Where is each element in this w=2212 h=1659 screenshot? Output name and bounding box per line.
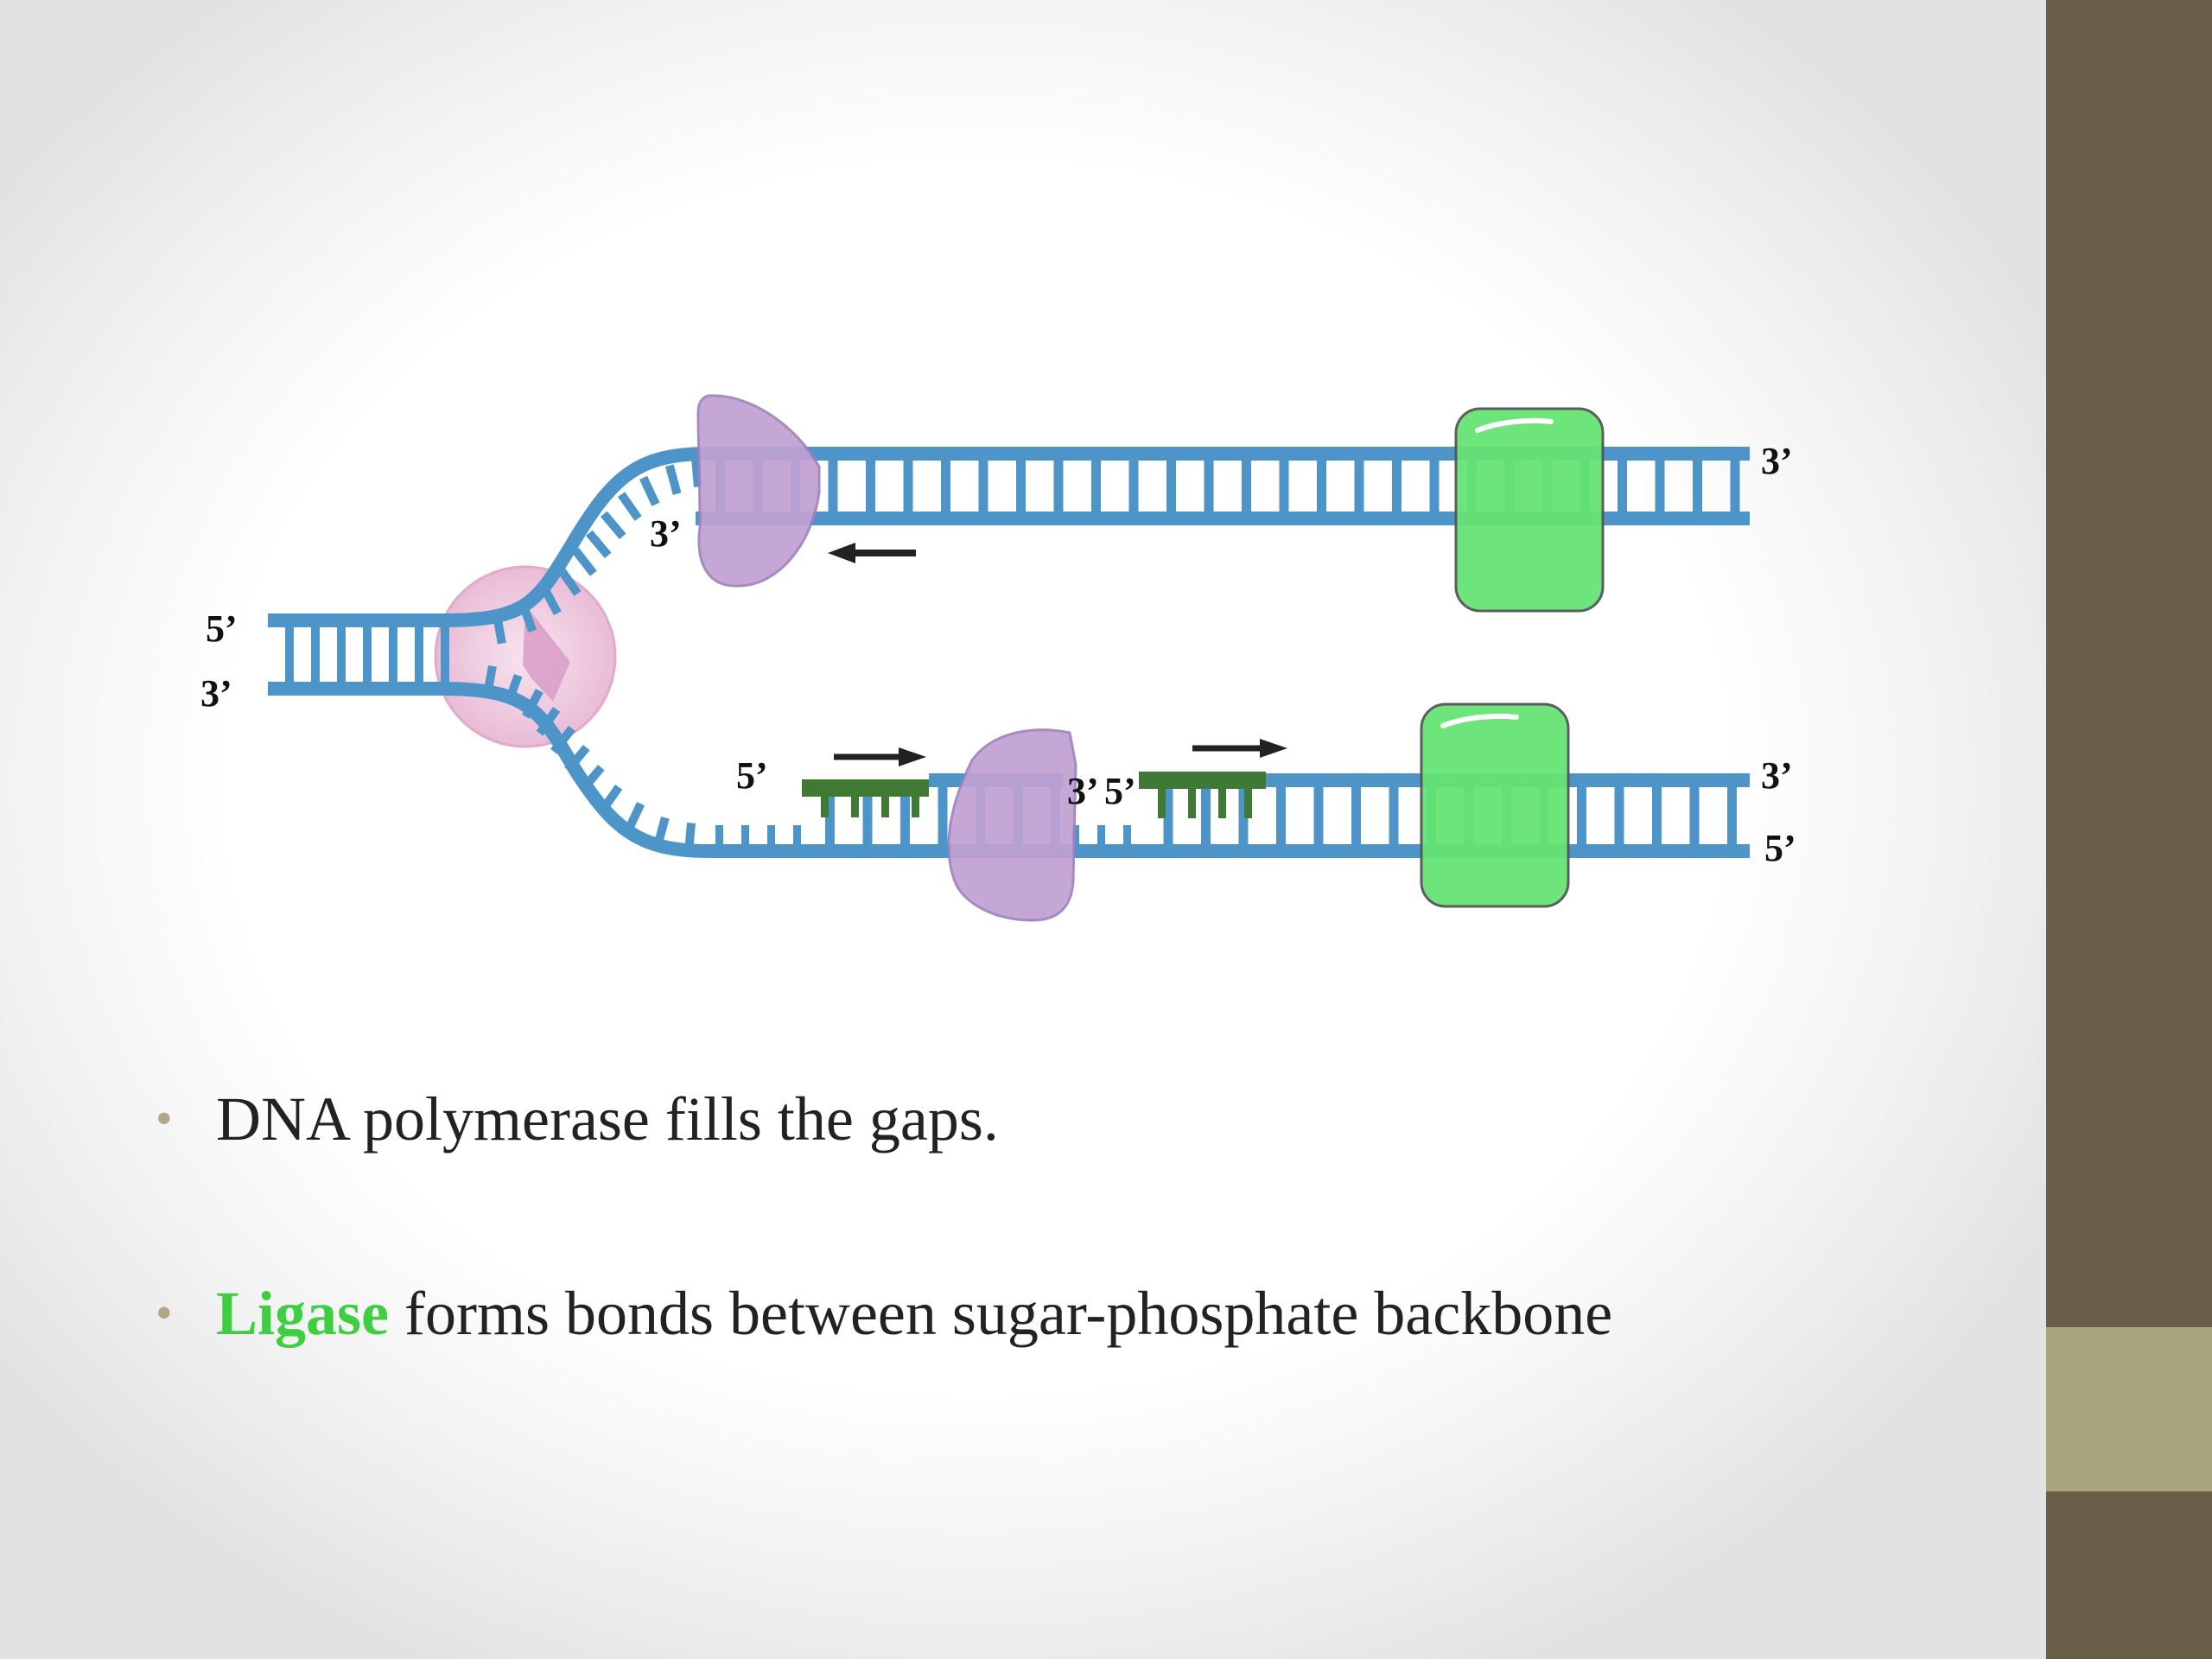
arrow-right-icon: [834, 747, 926, 766]
unpaired-base: [793, 825, 801, 851]
base-pair-rung: [1689, 780, 1700, 851]
label-left-top: 5’: [206, 607, 238, 650]
side-bar-accent: [2046, 1327, 2212, 1491]
bullet-item: • Ligase forms bonds between sugar-phosp…: [156, 1274, 1970, 1352]
dna-replication-diagram: 5’ 3’ 3’ 3’ 5’ 3’ 5’ 3’ 5’: [200, 394, 1796, 922]
unpaired-base: [715, 825, 723, 851]
bullet-item: • DNA polymerase fills the gaps.: [156, 1080, 1970, 1158]
ligase-upper: [1454, 407, 1605, 613]
base-pair-rung: [1389, 780, 1399, 851]
base-pair-rung: [1279, 454, 1289, 518]
base-pair-rung: [900, 780, 910, 851]
base-pair-rung: [941, 454, 950, 518]
base-pair-rung: [363, 620, 372, 689]
base-pair-rung: [938, 780, 948, 851]
unpaired-base: [601, 511, 626, 540]
base-pair-rung: [1577, 780, 1586, 851]
base-pair-rung: [1429, 454, 1440, 518]
base-pair-rung: [311, 620, 320, 689]
base-pair-rung: [1392, 454, 1402, 518]
unpaired-base: [639, 475, 660, 506]
helicase: [434, 565, 617, 748]
base-pair-rung: [1655, 454, 1665, 518]
base-pair-rung: [1128, 454, 1139, 518]
label-leading-primer-end: 3’: [650, 512, 682, 555]
bullet-text: DNA polymerase fills the gaps.: [216, 1084, 999, 1154]
base-pair-rung: [1053, 454, 1064, 518]
arrow-left-icon: [828, 543, 916, 563]
upper-backbone: [440, 447, 1750, 627]
base-pair-rung: [1313, 780, 1324, 851]
base-pair-rung: [978, 454, 988, 518]
bullet-dot-icon: •: [156, 1287, 173, 1340]
lower-backbone: [440, 682, 1750, 858]
base-pair-rung: [1201, 780, 1211, 851]
base-pair-rung: [1730, 454, 1740, 518]
bullet-text: forms bonds between sugar-phosphate back…: [389, 1279, 1613, 1348]
bullet-list: • DNA polymerase fills the gaps. • Ligas…: [156, 1080, 1970, 1352]
base-pair-rung: [825, 780, 835, 851]
base-pair-rung: [862, 780, 873, 851]
label-lower-right-bottom: 5’: [1764, 827, 1796, 869]
arrow-right-icon: [1192, 739, 1287, 758]
base-pair-rung: [441, 620, 449, 689]
unpaired-base: [557, 567, 582, 596]
unpaired-base: [1123, 825, 1131, 851]
base-pair-rung: [1163, 780, 1173, 851]
dna-polymerase-lower: [947, 728, 1077, 922]
base-pair-rung: [1204, 454, 1214, 518]
base-pair-rung: [1016, 454, 1026, 518]
ligase-lower: [1420, 702, 1570, 908]
base-pair-rung: [389, 620, 397, 689]
label-lagging-junction-5: 5’: [1104, 770, 1136, 812]
base-pair-rung: [1618, 454, 1627, 518]
base-pair-rung: [415, 620, 423, 689]
label-left-bottom: 3’: [200, 672, 232, 715]
parental-duplex: [268, 613, 449, 696]
unpaired-base: [618, 492, 642, 521]
parental-rungs: [285, 620, 449, 689]
label-lagging-junction-3: 3’: [1067, 770, 1099, 812]
base-pair-rung: [285, 620, 294, 689]
base-pair-rung: [1652, 780, 1662, 851]
base-pair-rung: [1238, 780, 1249, 851]
base-pair-rung: [903, 454, 913, 518]
bullet-dot-icon: •: [156, 1092, 173, 1146]
base-pair-rung: [828, 454, 838, 518]
base-pair-rung: [1354, 454, 1364, 518]
base-pair-rung: [1727, 780, 1737, 851]
unpaired-base: [741, 825, 749, 851]
label-lower-right-top: 3’: [1761, 754, 1793, 797]
rna-primer-1: [802, 779, 929, 817]
unpaired-base: [1097, 825, 1105, 851]
label-lagging-5prime: 5’: [736, 754, 768, 797]
unpaired-base: [586, 530, 612, 559]
base-pair-rung: [337, 620, 346, 689]
base-pair-rung: [1091, 454, 1101, 518]
label-upper-right: 3’: [1761, 440, 1793, 482]
unpaired-base: [572, 547, 597, 576]
base-pair-rung: [1276, 780, 1286, 851]
base-pair-rung: [1614, 780, 1624, 851]
base-pair-rung: [1693, 454, 1702, 518]
unpaired-base: [665, 464, 682, 495]
base-pair-rung: [1166, 454, 1176, 518]
ligase-highlight: Ligase: [216, 1279, 390, 1348]
base-pair-rung: [866, 454, 875, 518]
dna-polymerase-upper: [696, 394, 821, 588]
rna-primer-2: [1139, 772, 1266, 818]
base-pair-rung: [1351, 780, 1361, 851]
unpaired-base: [767, 825, 775, 851]
base-pair-rung: [1317, 454, 1326, 518]
base-pair-rung: [1242, 454, 1251, 518]
